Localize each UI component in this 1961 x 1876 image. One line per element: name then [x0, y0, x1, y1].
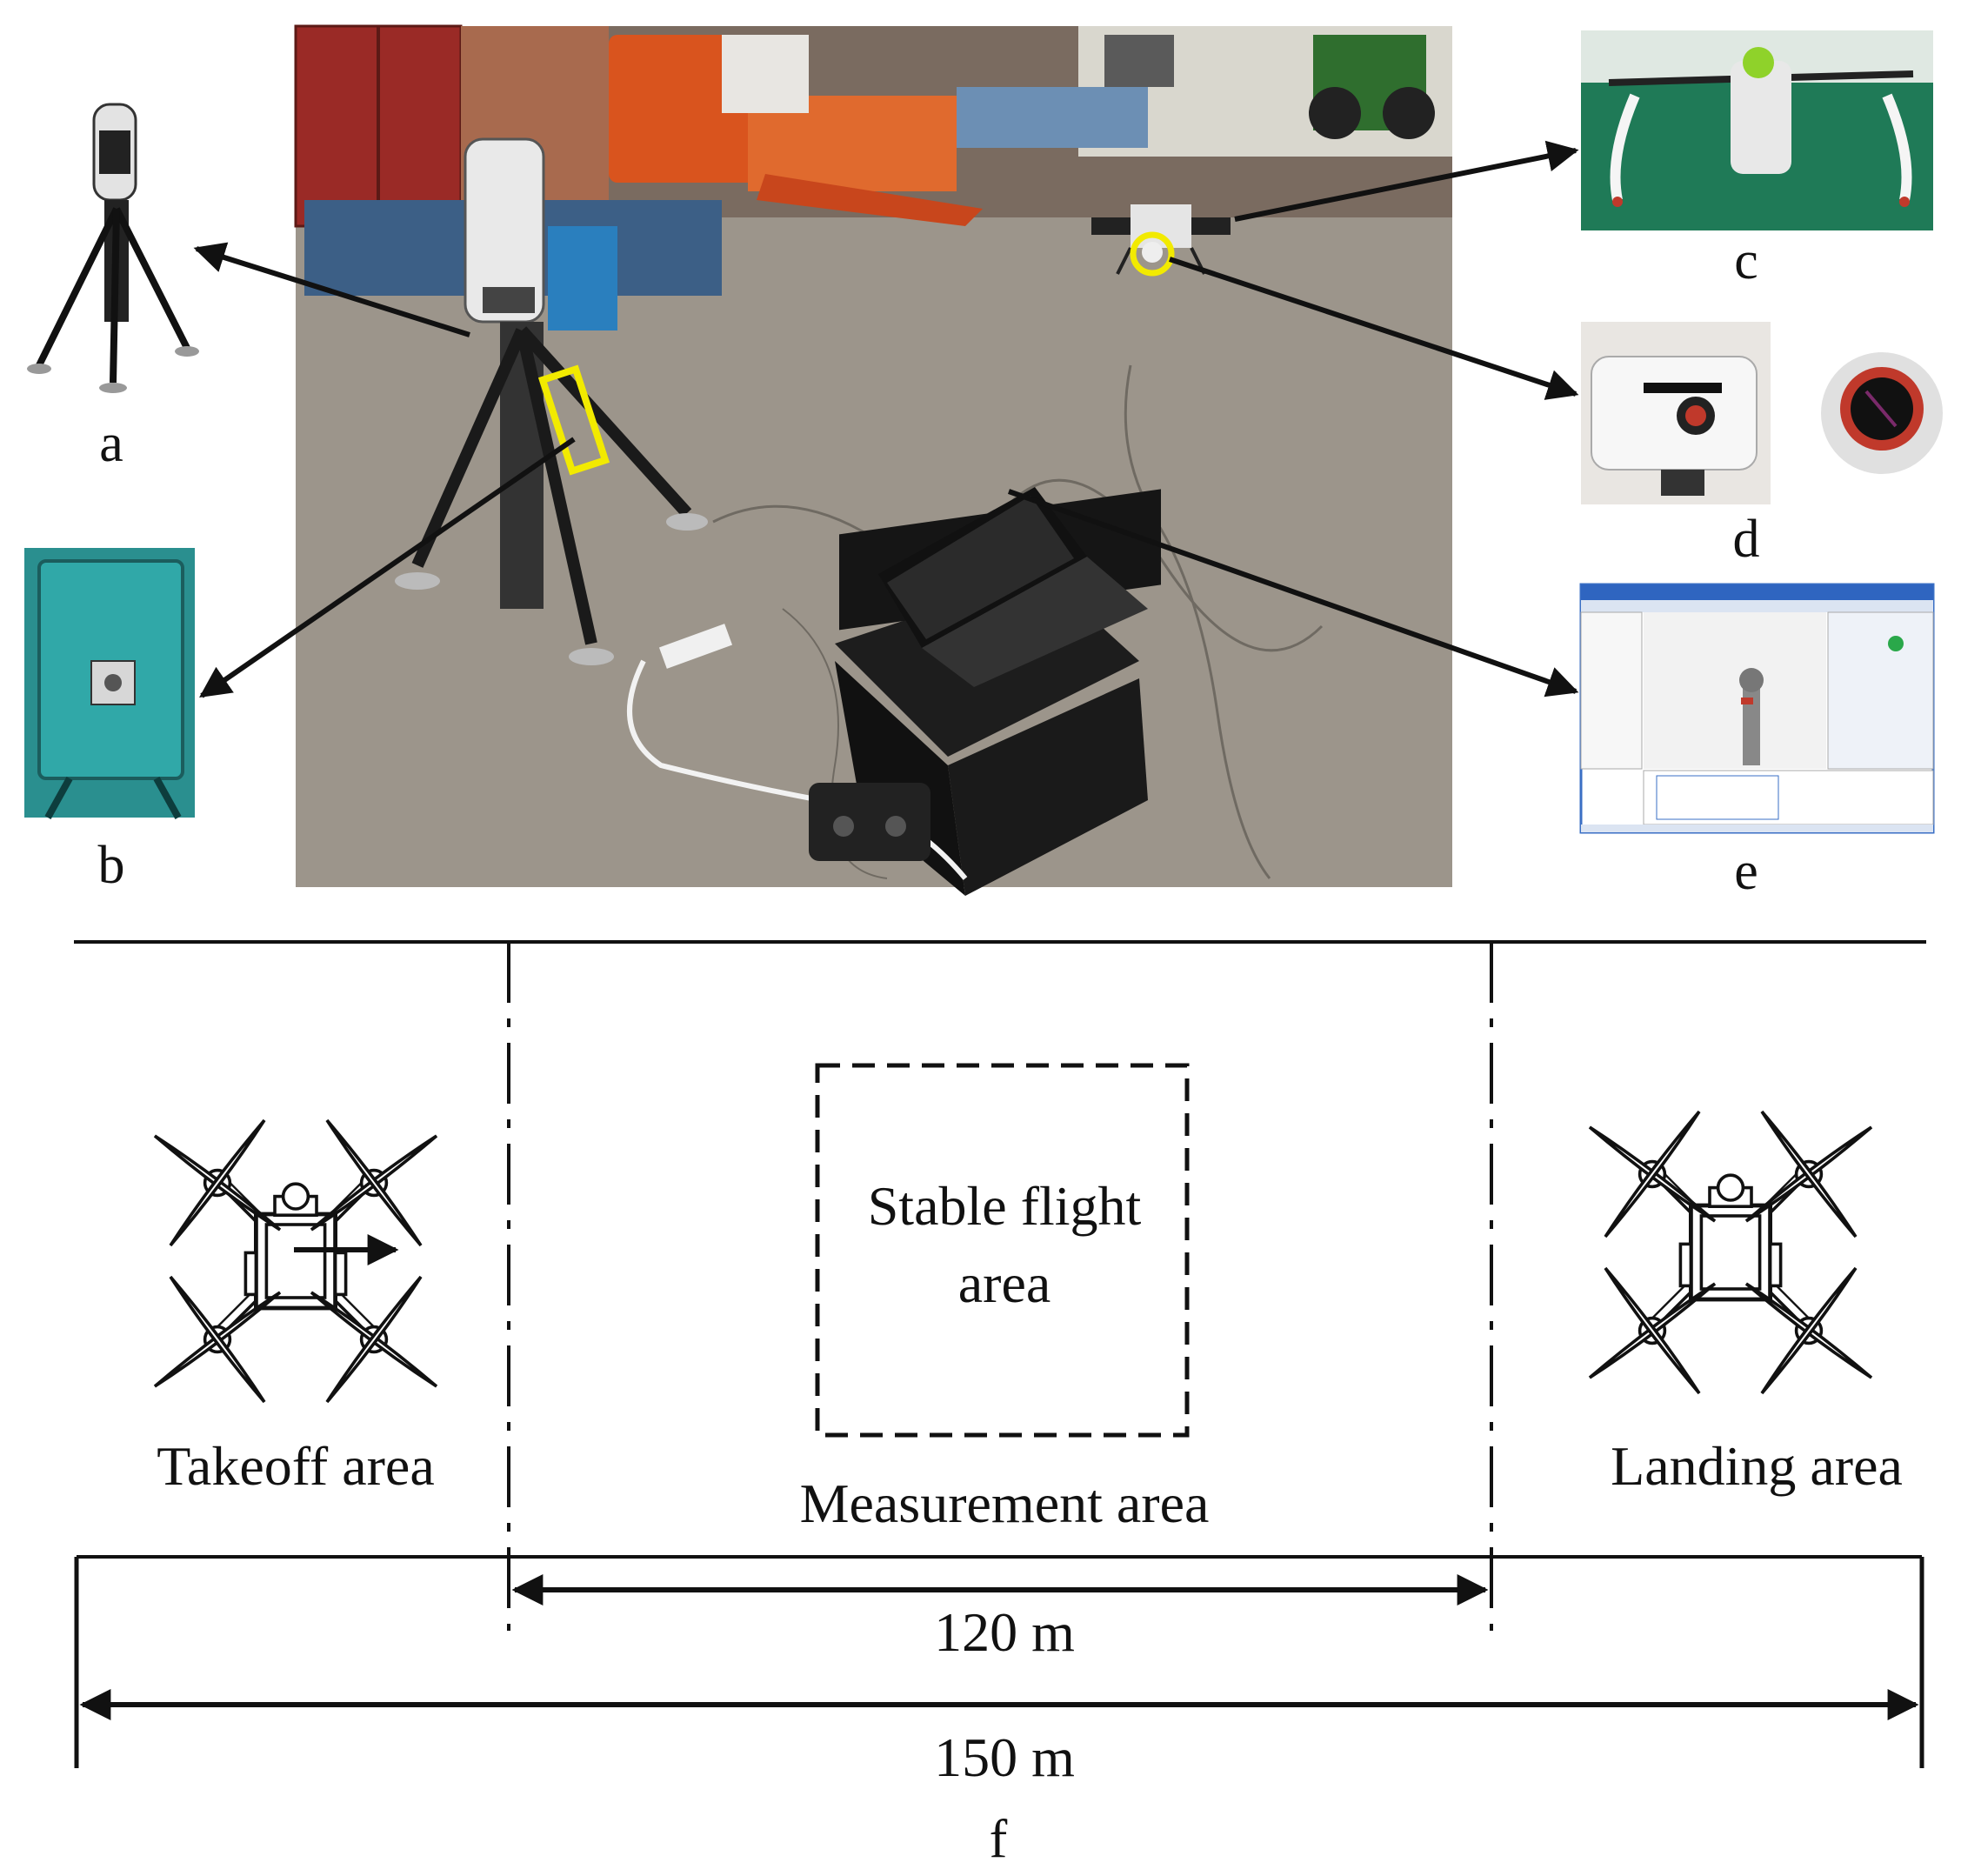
laptop-icon	[835, 487, 1161, 896]
arrow-to-c	[1234, 140, 1579, 222]
landing-area-label: Landing area	[1611, 1435, 1903, 1497]
takeoff-area-label: Takeoff area	[157, 1435, 434, 1497]
target-reflector-icon	[1821, 352, 1943, 474]
panel-f-flight-area-diagram: Takeoff area Measurement area Stable fli…	[74, 940, 1926, 1869]
panel-d-reflector-photos	[1581, 322, 1943, 504]
panel-b-target-closeup	[24, 548, 195, 819]
drone-highlight-circle	[1130, 231, 1175, 277]
remote-controller-icon	[809, 783, 930, 861]
stable-flight-label-line1: Stable flight	[868, 1175, 1142, 1237]
arrow-to-a	[193, 242, 470, 337]
panel-label-b: b	[98, 836, 125, 895]
arrow-to-b	[199, 437, 576, 698]
panel-label-c: c	[1734, 231, 1758, 290]
panel-label-f: f	[990, 1810, 1008, 1869]
stable-flight-box	[815, 1063, 1190, 1438]
laser-tracker-icon	[395, 137, 708, 665]
panel-c-drone-photo	[1581, 30, 1933, 230]
landing-drone-icon	[1590, 1112, 1871, 1393]
panel-label-a: a	[99, 414, 123, 473]
panel-a-laser-tracker	[27, 103, 199, 393]
panel-label-e: e	[1734, 842, 1758, 901]
arrow-to-e	[1008, 489, 1579, 698]
arrow-to-d	[1169, 257, 1579, 400]
stable-flight-label-line2: area	[958, 1252, 1051, 1314]
dimension-120-label: 120 m	[934, 1601, 1075, 1663]
software-window-icon	[1579, 583, 1935, 834]
takeoff-drone-icon	[155, 1120, 437, 1402]
measurement-area-label: Measurement area	[800, 1472, 1210, 1534]
main-field-photo	[294, 24, 1452, 887]
panel-label-d: d	[1733, 510, 1760, 569]
dimension-150-label: 150 m	[934, 1726, 1075, 1788]
tripod-highlight-box	[537, 364, 610, 476]
